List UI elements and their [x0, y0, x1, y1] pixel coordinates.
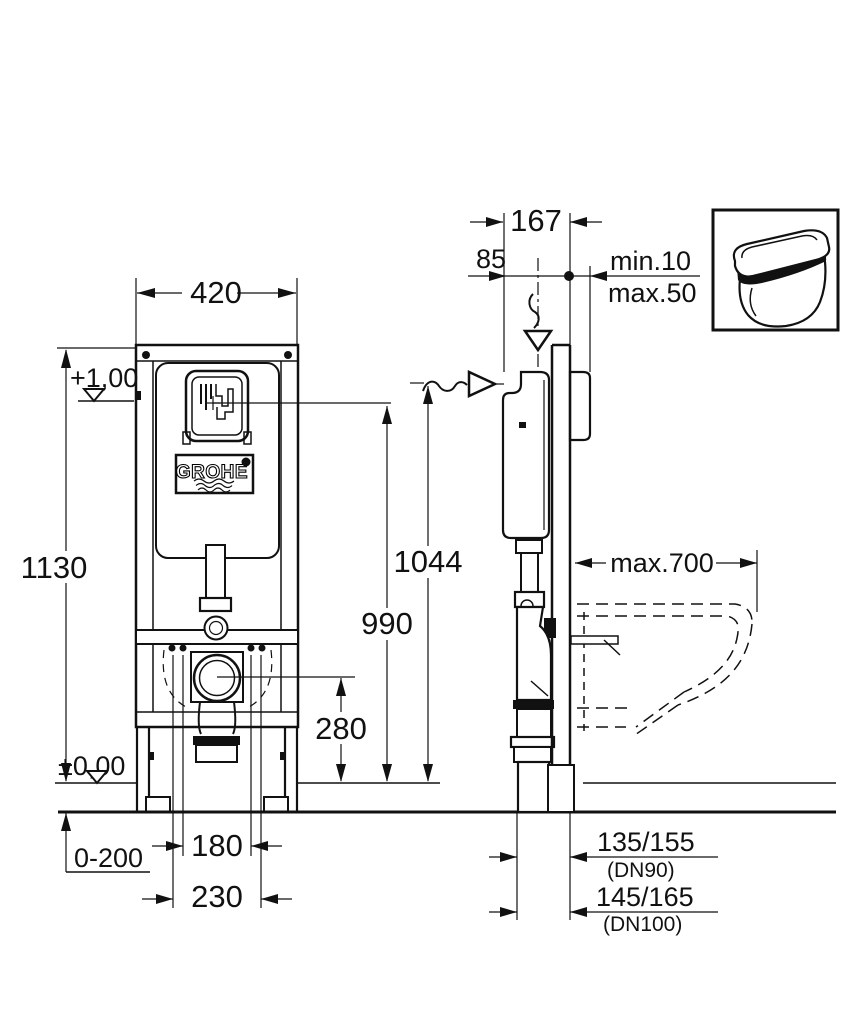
dim-inlet-height: 1044: [394, 544, 463, 579]
front-dimensions: 420 1130 990 1044 280 0-200 180: [21, 275, 463, 914]
dim-floor-buildup: 0-200: [74, 843, 143, 873]
fixing-stud: [570, 635, 619, 645]
flush-bend-front: [203, 615, 229, 641]
dim-wall-min: min.10: [610, 246, 691, 276]
dim-dn100-value: 145/165: [596, 882, 694, 912]
supply-funnel-icon: [522, 329, 554, 353]
grohe-logo: GROHE: [174, 453, 255, 495]
dim-valve-height: 990: [361, 606, 413, 641]
dim-dn90-value: 135/155: [597, 827, 695, 857]
inspection-window: [184, 369, 250, 443]
level-mark-icon: [84, 770, 110, 785]
floor-lines: [55, 782, 836, 814]
side-dimensions: 167 85 min.10 max.50 max.700 135/155 (DN…: [468, 203, 758, 936]
wall-bracket: [568, 370, 592, 442]
dim-frame-height: 1130: [21, 550, 88, 585]
side-view: [422, 258, 753, 814]
dim-frame-depth: 167: [510, 203, 562, 238]
cistern-side: [501, 370, 551, 540]
corner-screw-icon: [284, 351, 292, 359]
wc-bowl-dashed-outline: [577, 603, 753, 738]
dim-bowl-depth: max.700: [610, 548, 714, 578]
wall-reference-dot-icon: [564, 271, 574, 281]
frame-foot: [145, 796, 171, 813]
dim-wall-max: max.50: [608, 278, 697, 308]
fixing-bolt-icon: [179, 644, 187, 652]
fixing-bolt-icon: [168, 644, 176, 652]
level-marks: +1,00 ±0,00: [58, 363, 138, 785]
side-inlet-arrow-icon: [467, 370, 498, 398]
front-view: GROHE: [134, 343, 300, 813]
dim-dn100-label: (DN100): [603, 913, 682, 936]
fixing-bolt-icon: [258, 644, 266, 652]
frame-foot: [263, 796, 289, 813]
flush-pipe-side: [520, 552, 539, 593]
flush-pipe-front: [205, 544, 226, 599]
registered-mark-icon: [241, 457, 251, 467]
dim-bolt-spacing: 180: [191, 828, 243, 863]
wc-icon: [732, 229, 831, 328]
dim-outlet-height: 280: [315, 711, 367, 746]
dim-inlet-offset: 85: [476, 244, 506, 274]
side-inlet-squiggle-icon: [422, 380, 468, 392]
dim-anchor-spacing: 230: [191, 879, 243, 914]
corner-screw-icon: [142, 351, 150, 359]
rail-foot: [547, 764, 575, 813]
fixing-bolt-icon: [247, 644, 255, 652]
water-supply-squiggle-icon: [528, 293, 540, 329]
outlet-socket-front: [192, 653, 242, 703]
level-mark-icon: [81, 388, 107, 403]
wc-icon-box: [711, 208, 840, 332]
drain-pipe-side: [516, 760, 551, 814]
grohe-logo-text: GROHE: [176, 462, 248, 483]
dim-frame-width: 420: [190, 275, 242, 310]
dim-dn90-label: (DN90): [607, 859, 675, 882]
